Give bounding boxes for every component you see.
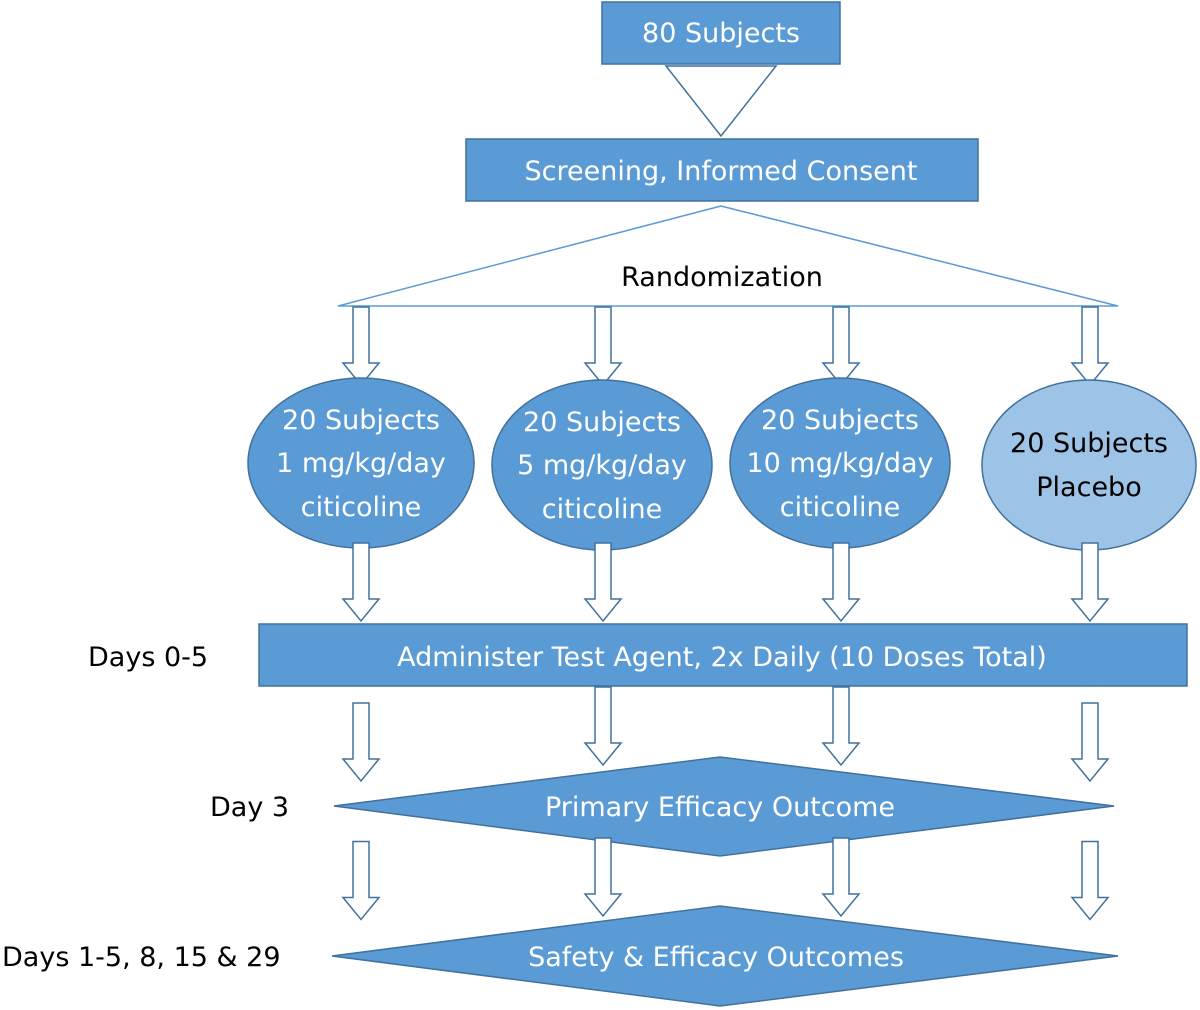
day-3-label: Day 3 <box>210 792 289 823</box>
arrow-down-icon <box>584 542 622 622</box>
arrow-down-icon <box>1070 840 1110 921</box>
arrow-down-icon <box>584 837 622 917</box>
randomization-triangle <box>337 205 1119 307</box>
arrow-down-icon <box>822 542 860 622</box>
primary-outcome-label: Primary Efficacy Outcome <box>545 792 895 823</box>
arrow-down-icon <box>1071 306 1109 386</box>
funnel-triangle <box>664 65 778 138</box>
arm-2-line2: 5 mg/kg/day <box>517 450 687 481</box>
arm-1-line1: 20 Subjects <box>282 405 440 436</box>
arrow-down-icon <box>822 837 860 917</box>
subjects-total-label: 80 Subjects <box>642 18 800 49</box>
arm-2-line3: citicoline <box>542 494 663 525</box>
safety-outcome-diamond <box>331 905 1119 1007</box>
administer-label: Administer Test Agent, 2x Daily (10 Dose… <box>397 642 1047 673</box>
randomization-label: Randomization <box>621 262 823 293</box>
days-0-5-label: Days 0-5 <box>88 642 208 673</box>
arm-1-line3: citicoline <box>301 492 422 523</box>
arrow-down-icon <box>341 701 381 783</box>
arrow-down-icon <box>822 306 860 386</box>
safety-outcome-label: Safety & Efficacy Outcomes <box>528 942 904 973</box>
arrow-down-icon <box>342 542 380 622</box>
days-followup-label: Days 1-5, 8, 15 & 29 <box>2 942 281 973</box>
arrow-down-icon <box>822 686 860 766</box>
arm-4-line2: Placebo <box>1036 472 1141 503</box>
arrow-down-icon <box>584 686 622 766</box>
arm-4-placebo-ellipse <box>981 379 1197 551</box>
screening-box <box>465 138 979 202</box>
arm-1-line2: 1 mg/kg/day <box>276 448 446 479</box>
screening-label: Screening, Informed Consent <box>525 156 918 187</box>
primary-outcome-diamond <box>333 756 1115 857</box>
arrow-down-icon <box>1071 542 1109 622</box>
arm-3-line2: 10 mg/kg/day <box>746 448 933 479</box>
arm-2-line1: 20 Subjects <box>523 407 681 438</box>
arrow-down-icon <box>1070 701 1110 783</box>
arrow-down-icon <box>584 306 622 386</box>
subjects-total-box <box>601 1 841 65</box>
arm-4-line1: 20 Subjects <box>1010 428 1168 459</box>
arrow-down-icon <box>341 840 381 921</box>
arrow-down-icon <box>342 306 380 386</box>
arm-3-line3: citicoline <box>780 492 901 523</box>
administer-box <box>258 623 1188 687</box>
arm-3-line1: 20 Subjects <box>761 405 919 436</box>
